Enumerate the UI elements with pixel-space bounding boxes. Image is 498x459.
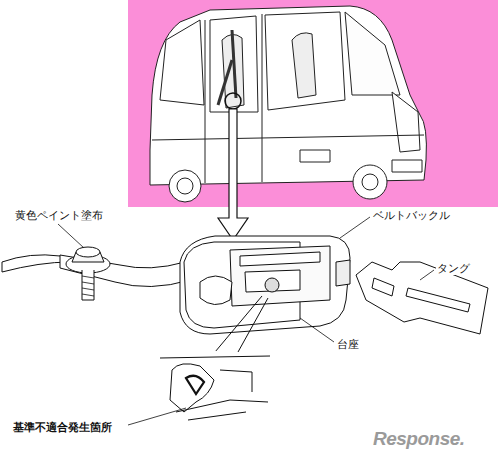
detail-view: [150, 296, 270, 445]
watermark: Response.: [372, 428, 466, 451]
leader-lines: [58, 217, 434, 425]
defect-location-note: 基準不適合発生箇所: [12, 421, 113, 434]
part-name: ベルトバックル: [372, 209, 451, 222]
van-drawing: [150, 6, 426, 202]
paint-note: 黄色ペイント塗布: [14, 209, 104, 222]
pink-panel: [128, 0, 498, 207]
pointer-arrow: [218, 109, 248, 240]
tongue-drawing: [356, 262, 488, 334]
part-name: タング: [436, 262, 471, 275]
buckle-drawing: [2, 236, 350, 334]
part-name: 台座: [336, 338, 360, 351]
